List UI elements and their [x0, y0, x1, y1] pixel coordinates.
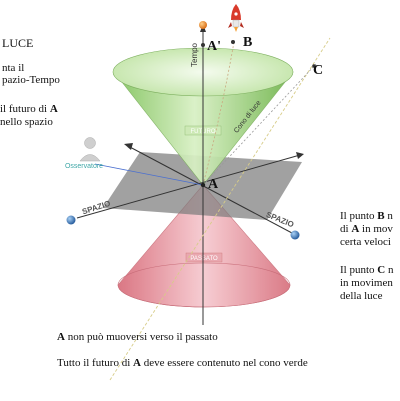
left-title-fragment: LUCE: [2, 36, 34, 50]
right-c-line-1-suffix: n: [385, 264, 394, 276]
left-text-line-2: pazio-Tempo: [2, 74, 60, 86]
bottom-text-line-2-bold: A: [133, 357, 141, 369]
right-c-line-1: Il punto C n: [340, 264, 393, 277]
right-c-line-2: in movimen: [340, 277, 393, 289]
space-label-left: SPAZIO: [81, 199, 112, 217]
light-ray-dashed: [109, 37, 331, 381]
observer-line: [94, 163, 204, 186]
bottom-text-line-2: Tutto il futuro di A deve essere contenu…: [57, 357, 308, 370]
right-b-line-2-bold: A: [351, 223, 360, 235]
rocket-icon: [228, 4, 244, 32]
space-axis-diagonal-2: [127, 145, 293, 234]
point-b-marker: [231, 40, 235, 44]
space-sphere-right: [290, 230, 300, 240]
point-a-prime-label: A': [207, 39, 221, 54]
observer-label: Osservatore: [65, 163, 103, 170]
a-prime-orange-sphere-icon: [199, 21, 207, 29]
left-text-line-1: nta il: [2, 62, 25, 74]
past-cone-rim: [117, 262, 291, 308]
right-c-line-1-bold: C: [377, 264, 386, 276]
right-b-line-2: di A in mov: [340, 223, 393, 236]
left-text-line-3-prefix: il futuro di: [0, 103, 50, 115]
right-b-line-1-suffix: n: [384, 210, 393, 222]
point-c-label: C: [313, 63, 323, 78]
left-text-line-4: nello spazio: [0, 116, 53, 128]
point-a-prime-marker: [201, 43, 205, 47]
bottom-text-line-2-suffix: deve essere contenuto nel cono verde: [140, 357, 308, 369]
right-c-line-3: della luce: [340, 290, 383, 302]
light-ray-grey: [202, 63, 317, 186]
point-a-marker: [200, 182, 206, 188]
point-b-label: B: [243, 35, 252, 50]
space-axis-arrow-ne: [296, 152, 304, 159]
right-b-line-2-prefix: di: [340, 223, 352, 235]
right-c-line-1-prefix: Il punto: [340, 264, 378, 276]
bottom-text-line-2-prefix: Tutto il futuro di: [57, 357, 133, 369]
space-axis-arrow-nw: [124, 143, 133, 150]
left-text-line-3: il futuro di A: [0, 103, 58, 116]
right-b-line-1-prefix: Il punto: [340, 210, 378, 222]
right-b-line-2-suffix: in mov: [359, 223, 393, 235]
left-text-line-3-bold: A: [49, 103, 58, 115]
space-sphere-left: [66, 215, 76, 225]
right-b-line-3: certa veloci: [340, 236, 391, 248]
time-axis-label: Tempo: [190, 42, 199, 67]
observer-icon: [79, 137, 101, 162]
past-label-box: [185, 252, 223, 263]
worldline-b: [202, 41, 235, 186]
bottom-text-line-1: A non può muoversi verso il passato: [57, 331, 218, 344]
bottom-text-line-1-rest: non può muoversi verso il passato: [64, 331, 218, 343]
right-b-line-1: Il punto B n: [340, 210, 393, 223]
point-c-marker: [312, 64, 316, 68]
space-axis-diagonal-1: [76, 154, 301, 219]
right-b-line-1-bold: B: [377, 210, 385, 222]
point-a-label: A: [208, 177, 219, 192]
past-label: PASSATO: [190, 256, 218, 262]
bottom-text-line-1-bold: A: [57, 331, 65, 343]
